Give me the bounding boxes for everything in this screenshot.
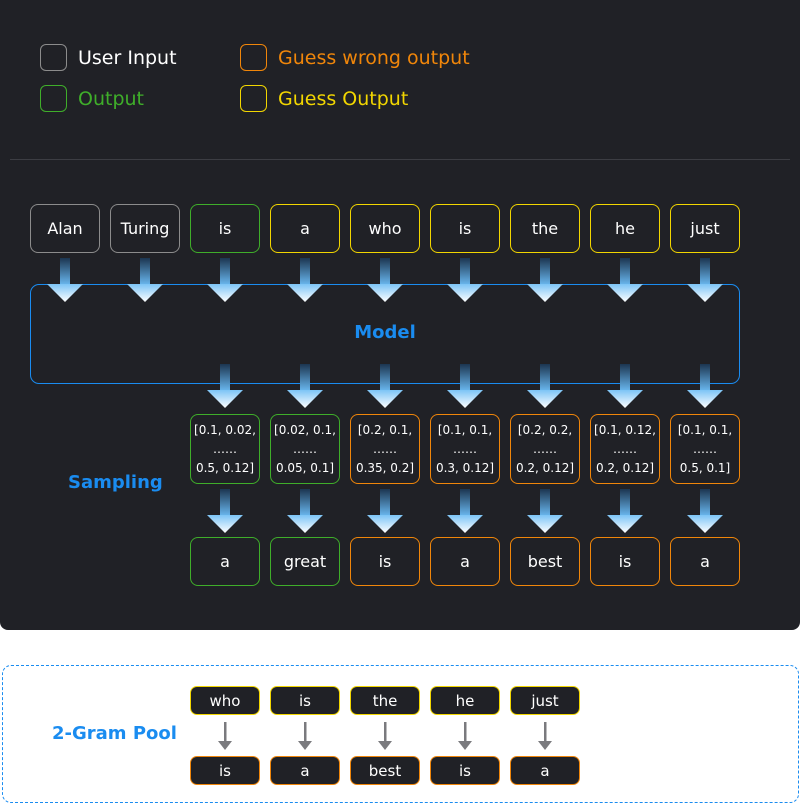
input-token: Turing	[110, 204, 180, 253]
pool-value-token: is	[430, 756, 500, 785]
probability-vector: [0.2, 0.1, …… 0.35, 0.2]	[350, 414, 420, 484]
input-token: is	[190, 204, 260, 253]
sampling-label: Sampling	[68, 472, 163, 493]
legend-label-input: User Input	[78, 47, 177, 69]
down-arrow-icon	[367, 258, 403, 302]
probability-vector: [0.1, 0.02, …… 0.5, 0.12]	[190, 414, 260, 484]
pool-arrow-icon	[298, 722, 312, 751]
pool-arrow-icon	[458, 722, 472, 751]
down-arrow-icon	[207, 364, 243, 408]
output-token: a	[430, 537, 500, 586]
pool-key-token: is	[270, 686, 340, 715]
pool-value-token: is	[190, 756, 260, 785]
down-arrow-icon	[687, 258, 723, 302]
down-arrow-icon	[527, 364, 563, 408]
output-token: is	[350, 537, 420, 586]
input-token: is	[430, 204, 500, 253]
legend-label-output: Output	[78, 88, 144, 110]
down-arrow-icon	[447, 489, 483, 533]
legend-swatch-input	[40, 44, 67, 71]
pool-label: 2-Gram Pool	[52, 723, 177, 744]
legend-label-wrong: Guess wrong output	[278, 47, 470, 69]
down-arrow-icon	[607, 258, 643, 302]
input-token: a	[270, 204, 340, 253]
down-arrow-icon	[287, 258, 323, 302]
down-arrow-icon	[607, 489, 643, 533]
diagram-panel	[0, 0, 800, 630]
down-arrow-icon	[447, 258, 483, 302]
down-arrow-icon	[287, 489, 323, 533]
divider	[10, 159, 790, 160]
output-token: best	[510, 537, 580, 586]
down-arrow-icon	[207, 489, 243, 533]
model-label: Model	[354, 322, 416, 343]
down-arrow-icon	[207, 258, 243, 302]
down-arrow-icon	[127, 258, 163, 302]
probability-vector: [0.02, 0.1, …… 0.05, 0.1]	[270, 414, 340, 484]
down-arrow-icon	[287, 364, 323, 408]
down-arrow-icon	[607, 364, 643, 408]
down-arrow-icon	[687, 364, 723, 408]
output-token: great	[270, 537, 340, 586]
pool-arrow-icon	[538, 722, 552, 751]
pool-box	[2, 665, 799, 803]
input-token: who	[350, 204, 420, 253]
probability-vector: [0.1, 0.1, …… 0.5, 0.1]	[670, 414, 740, 484]
input-token: just	[670, 204, 740, 253]
input-token: the	[510, 204, 580, 253]
output-token: a	[670, 537, 740, 586]
probability-vector: [0.2, 0.2, …… 0.2, 0.12]	[510, 414, 580, 484]
pool-arrow-icon	[378, 722, 392, 751]
pool-arrow-icon	[218, 722, 232, 751]
down-arrow-icon	[687, 489, 723, 533]
pool-value-token: a	[510, 756, 580, 785]
pool-key-token: he	[430, 686, 500, 715]
legend-swatch-output	[40, 85, 67, 112]
probability-vector: [0.1, 0.1, …… 0.3, 0.12]	[430, 414, 500, 484]
input-token: he	[590, 204, 660, 253]
down-arrow-icon	[367, 364, 403, 408]
pool-key-token: who	[190, 686, 260, 715]
legend-swatch-guess	[240, 85, 267, 112]
legend-label-guess: Guess Output	[278, 88, 409, 110]
pool-value-token: a	[270, 756, 340, 785]
down-arrow-icon	[447, 364, 483, 408]
down-arrow-icon	[47, 258, 83, 302]
down-arrow-icon	[527, 258, 563, 302]
probability-vector: [0.1, 0.12, …… 0.2, 0.12]	[590, 414, 660, 484]
input-token: Alan	[30, 204, 100, 253]
pool-value-token: best	[350, 756, 420, 785]
output-token: a	[190, 537, 260, 586]
pool-key-token: the	[350, 686, 420, 715]
down-arrow-icon	[527, 489, 563, 533]
output-token: is	[590, 537, 660, 586]
pool-key-token: just	[510, 686, 580, 715]
legend-swatch-wrong	[240, 44, 267, 71]
down-arrow-icon	[367, 489, 403, 533]
